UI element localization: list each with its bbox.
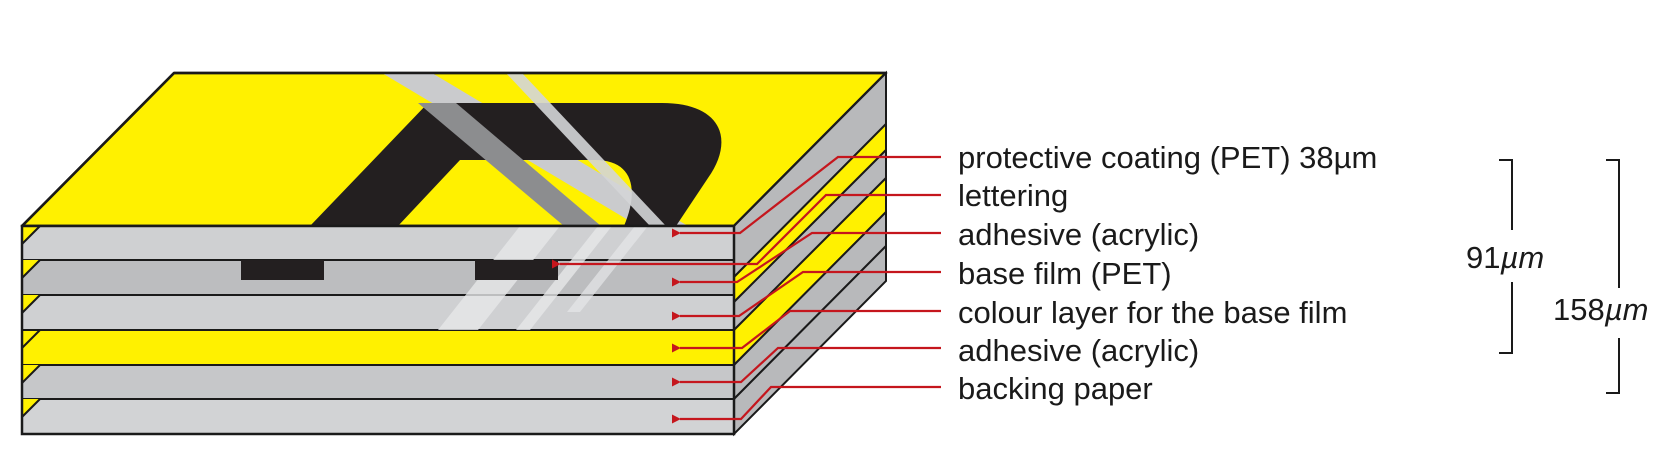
- leader-adhesive-1: [671, 231, 941, 287]
- leader-protective-coating: [671, 155, 941, 238]
- top-lettering-shape: [310, 103, 722, 226]
- front-layer-colour: [21, 294, 735, 331]
- dimension-brackets: [1499, 159, 1620, 394]
- dim-inner-unit: µm: [1499, 240, 1544, 275]
- label-backing-paper: backing paper: [958, 371, 1153, 406]
- lettering-block-right: [475, 260, 558, 280]
- label-colour-layer: colour layer for the base film: [958, 295, 1347, 330]
- bracket-outer-top: [1606, 159, 1620, 288]
- label-adhesive-2: adhesive (acrylic): [958, 333, 1199, 368]
- front-face: [20, 224, 736, 436]
- label-adhesive-1: adhesive (acrylic): [958, 217, 1199, 252]
- bracket-inner-top: [1499, 159, 1513, 230]
- label-lettering: lettering: [958, 178, 1068, 213]
- leader-colour-layer: [671, 309, 941, 353]
- label-protective-coating: protective coating (PET) 38µm: [958, 140, 1377, 175]
- dim-inner-label: 91µm: [1466, 240, 1544, 275]
- top-face: [20, 71, 888, 228]
- front-layer-base-film: [21, 259, 735, 296]
- front-layer-adhesive: [21, 329, 735, 366]
- front-glare-3: [567, 226, 648, 312]
- leader-backing-paper: [671, 385, 941, 424]
- top-lettering-band: [418, 103, 601, 226]
- leader-base-film: [671, 270, 941, 321]
- bracket-outer-bottom: [1606, 338, 1620, 394]
- front-glare-2: [516, 226, 612, 330]
- front-layer-backing-2: [21, 398, 735, 435]
- front-layer-backing-1: [21, 364, 735, 400]
- lettering-block-left: [241, 260, 324, 280]
- leader-lettering: [551, 193, 941, 269]
- dim-outer-unit: µm: [1604, 292, 1649, 327]
- leader-lines: [551, 155, 941, 424]
- dim-outer-label: 158µm: [1553, 292, 1648, 327]
- top-glare-stripe: [506, 73, 666, 226]
- bracket-inner-bottom: [1499, 282, 1513, 354]
- layer-labels: protective coating (PET) 38µm lettering …: [958, 140, 1377, 406]
- dim-inner-value: 91: [1466, 240, 1500, 275]
- leader-adhesive-2: [671, 346, 941, 387]
- label-base-film: base film (PET): [958, 256, 1172, 291]
- dim-outer-value: 158: [1553, 292, 1605, 327]
